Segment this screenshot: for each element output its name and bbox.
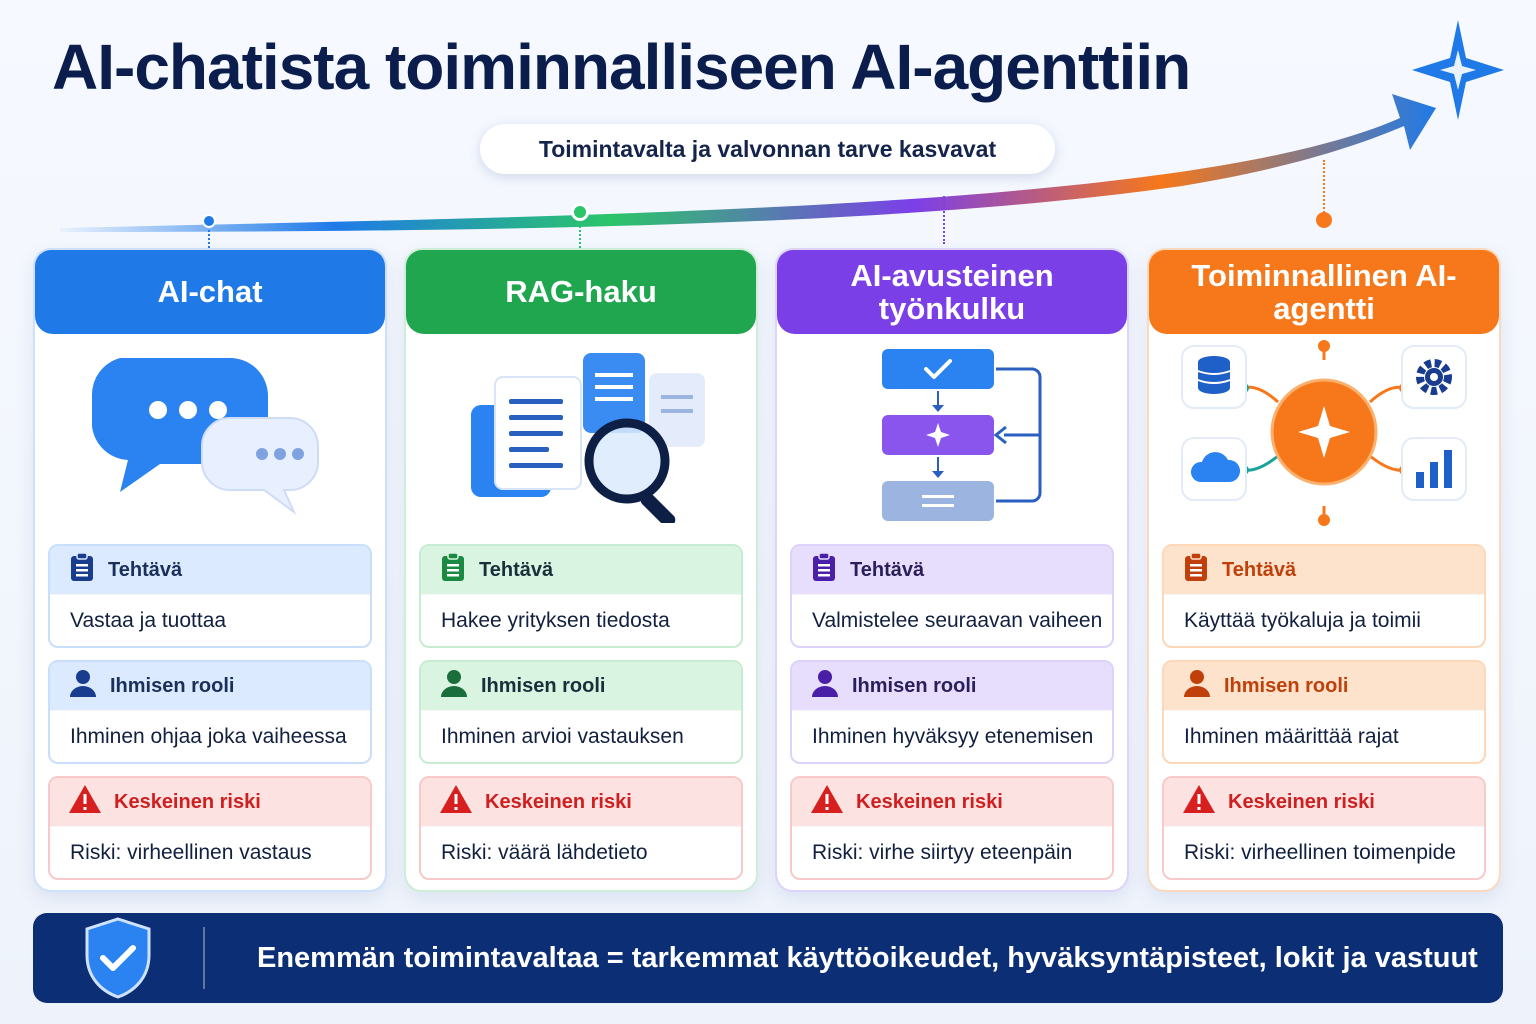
stage-title: Toiminnallinen AI-agentti [1149, 250, 1499, 334]
risk-box: Keskeinen riski Riski: väärä lähdetieto [419, 776, 743, 880]
progress-subtitle: Toimintavalta ja valvonnan tarve kasvava… [480, 124, 1055, 174]
risk-label: Keskeinen riski [485, 790, 632, 813]
risk-text: Riski: virheellinen toimenpide [1164, 826, 1484, 878]
role-label: Ihmisen rooli [852, 674, 977, 697]
agent-hub-icon [1149, 334, 1499, 532]
role-text: Ihminen määrittää rajat [1164, 710, 1484, 762]
stage-connector-2 [579, 223, 581, 248]
role-label: Ihmisen rooli [1224, 674, 1349, 697]
risk-box: Keskeinen riski Riski: virhe siirtyy ete… [790, 776, 1114, 880]
risk-label: Keskeinen riski [114, 790, 261, 813]
footer-text: Enemmän toimintavaltaa = tarkemmat käytt… [257, 941, 1478, 974]
task-label: Tehtävä [479, 558, 554, 581]
task-box: Tehtävä Valmistelee seuraavan vaiheen [790, 544, 1114, 648]
warning-icon [810, 784, 844, 820]
stage-connector-4 [1323, 160, 1325, 216]
task-label: Tehtävä [108, 558, 183, 581]
person-icon [1182, 668, 1212, 704]
role-box: Ihmisen rooli Ihminen arvioi vastauksen [419, 660, 743, 764]
stage-title: AI-avusteinen työnkulku [777, 250, 1127, 334]
task-box: Tehtävä Vastaa ja tuottaa [48, 544, 372, 648]
risk-box: Keskeinen riski Riski: virheellinen toim… [1162, 776, 1486, 880]
shield-check-icon [33, 917, 203, 999]
task-box: Tehtävä Käyttää työkaluja ja toimii [1162, 544, 1486, 648]
page-title: AI-chatista toiminnalliseen AI-agenttiin [52, 31, 1191, 103]
task-label: Tehtävä [850, 558, 925, 581]
workflow-icon [777, 334, 1127, 532]
stage-card-rag-haku: RAG-haku Tehtävä Hakee yrityksen tiedost… [404, 248, 758, 892]
stage-marker-2 [571, 203, 589, 221]
stage-title: AI-chat [35, 250, 385, 334]
stage-card-ai-chat: AI-chat Tehtävä Vastaa ja tuottaa Ihmise… [33, 248, 387, 892]
clipboard-icon [1182, 552, 1210, 588]
role-label: Ihmisen rooli [110, 674, 235, 697]
stage-connector-1 [208, 230, 210, 248]
risk-text: Riski: väärä lähdetieto [421, 826, 741, 878]
role-box: Ihmisen rooli Ihminen ohjaa joka vaihees… [48, 660, 372, 764]
task-text: Valmistelee seuraavan vaiheen [792, 594, 1112, 646]
role-text: Ihminen hyväksyy etenemisen [792, 710, 1112, 762]
documents-search-icon [406, 334, 756, 532]
task-text: Vastaa ja tuottaa [50, 594, 370, 646]
person-icon [810, 668, 840, 704]
clipboard-icon [810, 552, 838, 588]
stage-card-ai-avusteinen-tyonkulku: AI-avusteinen työnkulku Tehtävä Valmiste… [775, 248, 1129, 892]
stage-title: RAG-haku [406, 250, 756, 334]
chat-bubbles-icon [35, 334, 385, 532]
footer-divider [203, 927, 205, 989]
stage-card-toiminnallinen-ai-agentti: Toiminnallinen AI-agentti [1147, 248, 1501, 892]
person-icon [439, 668, 469, 704]
stage-marker-1 [202, 214, 216, 228]
task-text: Käyttää työkaluja ja toimii [1164, 594, 1484, 646]
clipboard-icon [439, 552, 467, 588]
warning-icon [1182, 784, 1216, 820]
task-box: Tehtävä Hakee yrityksen tiedosta [419, 544, 743, 648]
warning-icon [439, 784, 473, 820]
stage-connector-3 [943, 196, 945, 244]
task-text: Hakee yrityksen tiedosta [421, 594, 741, 646]
role-label: Ihmisen rooli [481, 674, 606, 697]
person-icon [68, 668, 98, 704]
warning-icon [68, 784, 102, 820]
role-box: Ihmisen rooli Ihminen hyväksyy etenemise… [790, 660, 1114, 764]
risk-label: Keskeinen riski [856, 790, 1003, 813]
risk-text: Riski: virheellinen vastaus [50, 826, 370, 878]
stage-marker-4 [1316, 212, 1332, 228]
risk-label: Keskeinen riski [1228, 790, 1375, 813]
clipboard-icon [68, 552, 96, 588]
risk-text: Riski: virhe siirtyy eteenpäin [792, 826, 1112, 878]
task-label: Tehtävä [1222, 558, 1297, 581]
role-text: Ihminen arvioi vastauksen [421, 710, 741, 762]
sparkle-star-icon [1412, 20, 1504, 125]
role-text: Ihminen ohjaa joka vaiheessa [50, 710, 370, 762]
risk-box: Keskeinen riski Riski: virheellinen vast… [48, 776, 372, 880]
footer-banner: Enemmän toimintavaltaa = tarkemmat käytt… [33, 913, 1503, 1003]
role-box: Ihmisen rooli Ihminen määrittää rajat [1162, 660, 1486, 764]
